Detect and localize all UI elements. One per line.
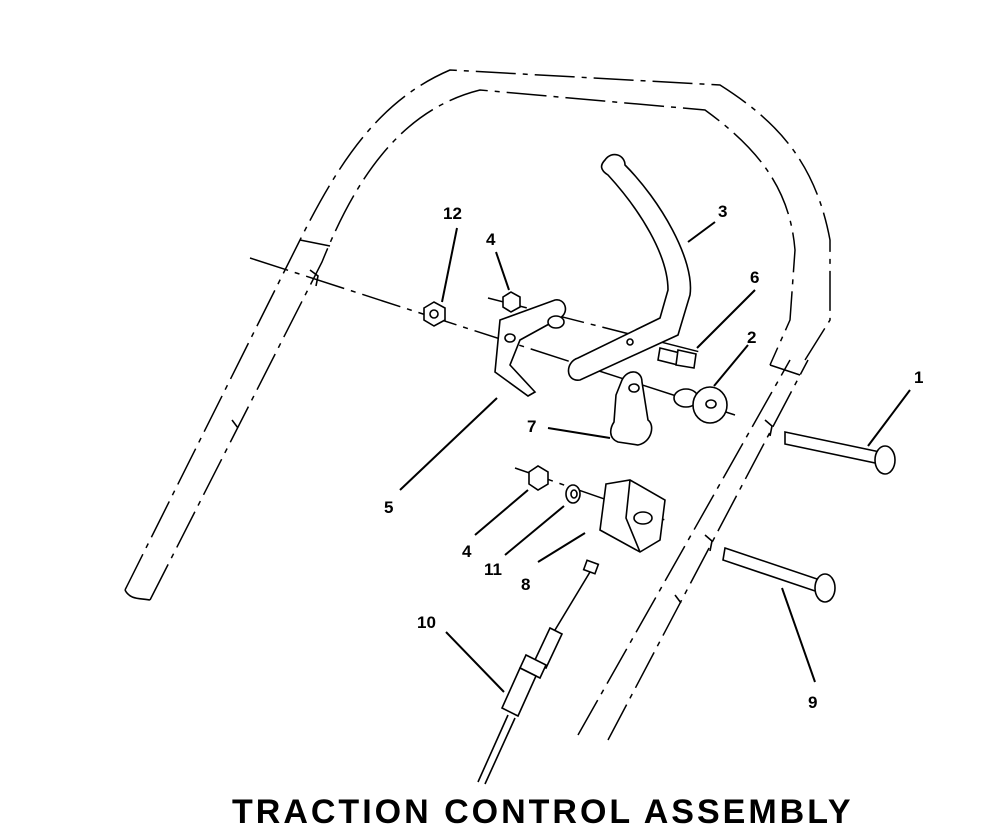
hex-nut-small-upper — [502, 291, 521, 313]
assembly-axes — [249, 257, 736, 521]
callout-12: 12 — [443, 204, 462, 223]
carriage-bolt-lower — [722, 546, 836, 603]
callout-10: 10 — [417, 613, 436, 632]
callout-3: 3 — [718, 202, 727, 221]
cable-block — [599, 479, 666, 553]
bolt-small — [657, 347, 697, 369]
callout-4-upper: 4 — [486, 230, 496, 249]
callout-11: 11 — [484, 560, 502, 579]
callout-8: 8 — [521, 575, 530, 594]
callout-2: 2 — [747, 328, 756, 347]
callout-1: 1 — [914, 368, 923, 387]
control-bail — [567, 153, 692, 381]
lever — [609, 371, 653, 446]
exploded-parts-diagram: 1 2 3 4 4 5 6 7 8 9 10 11 12 — [124, 69, 923, 785]
hex-nut-lower — [528, 465, 549, 491]
bracket — [494, 299, 567, 397]
washer — [565, 484, 581, 504]
callout-5: 5 — [384, 498, 393, 517]
control-cable — [477, 559, 600, 785]
leader-lines — [399, 221, 911, 693]
handle-outline — [124, 69, 831, 741]
callout-7: 7 — [527, 417, 536, 436]
callout-4-lower: 4 — [462, 542, 472, 561]
callout-9: 9 — [808, 693, 817, 712]
carriage-bolt-upper — [784, 431, 896, 475]
figure-caption: TRACTION CONTROL ASSEMBLY — [232, 793, 854, 831]
callout-labels: 1 2 3 4 4 5 6 7 8 9 10 11 12 — [384, 202, 923, 712]
knob — [673, 386, 728, 424]
callout-6: 6 — [750, 268, 759, 287]
